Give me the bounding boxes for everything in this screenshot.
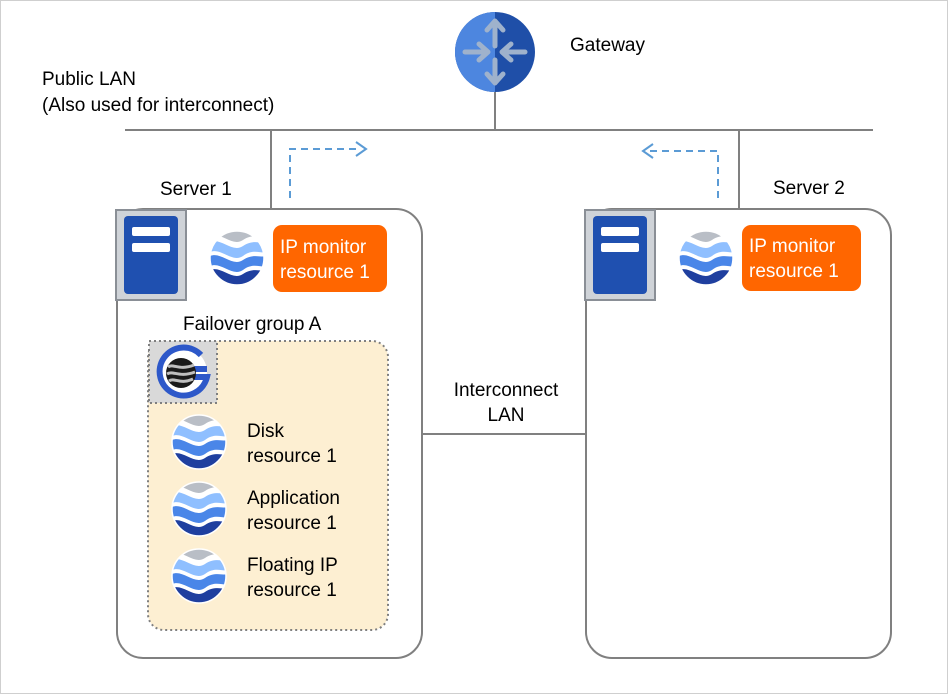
public-lan-sublabel: (Also used for interconnect) (42, 95, 274, 116)
failover-group-label: Failover group A (183, 314, 322, 335)
disk-resource-sublabel: resource 1 (247, 446, 337, 467)
floating-ip-resource-sublabel: resource 1 (247, 580, 337, 601)
floating-ip-resource-label: Floating IP (247, 555, 338, 576)
server1-monitor-badge (273, 225, 387, 292)
public-lan-label: Public LAN (42, 69, 136, 90)
server2-server-icon (584, 209, 656, 301)
gateway-label: Gateway (570, 35, 645, 56)
router-icon (455, 12, 535, 92)
server1-label: Server 1 (160, 179, 232, 200)
interconnect-lan-label: Interconnect (454, 380, 559, 401)
group-icon (148, 340, 218, 404)
server2-box (585, 208, 892, 659)
disk-resource-label: Disk (247, 421, 284, 442)
server2-label: Server 2 (773, 178, 845, 199)
server1-server-icon (115, 209, 187, 301)
application-resource-label: Application (247, 488, 340, 509)
server1-monitor-label: IP monitor (280, 237, 367, 258)
server2-monitor-arrow (641, 143, 719, 198)
server2-monitor-sublabel: resource 1 (749, 261, 839, 282)
server1-monitor-sublabel: resource 1 (280, 262, 370, 283)
server2-monitor-label: IP monitor (749, 236, 836, 257)
server2-monitor-badge (742, 225, 861, 291)
interconnect-lan-sublabel: LAN (488, 405, 525, 426)
server1-monitor-arrow (289, 141, 368, 198)
application-resource-sublabel: resource 1 (247, 513, 337, 534)
